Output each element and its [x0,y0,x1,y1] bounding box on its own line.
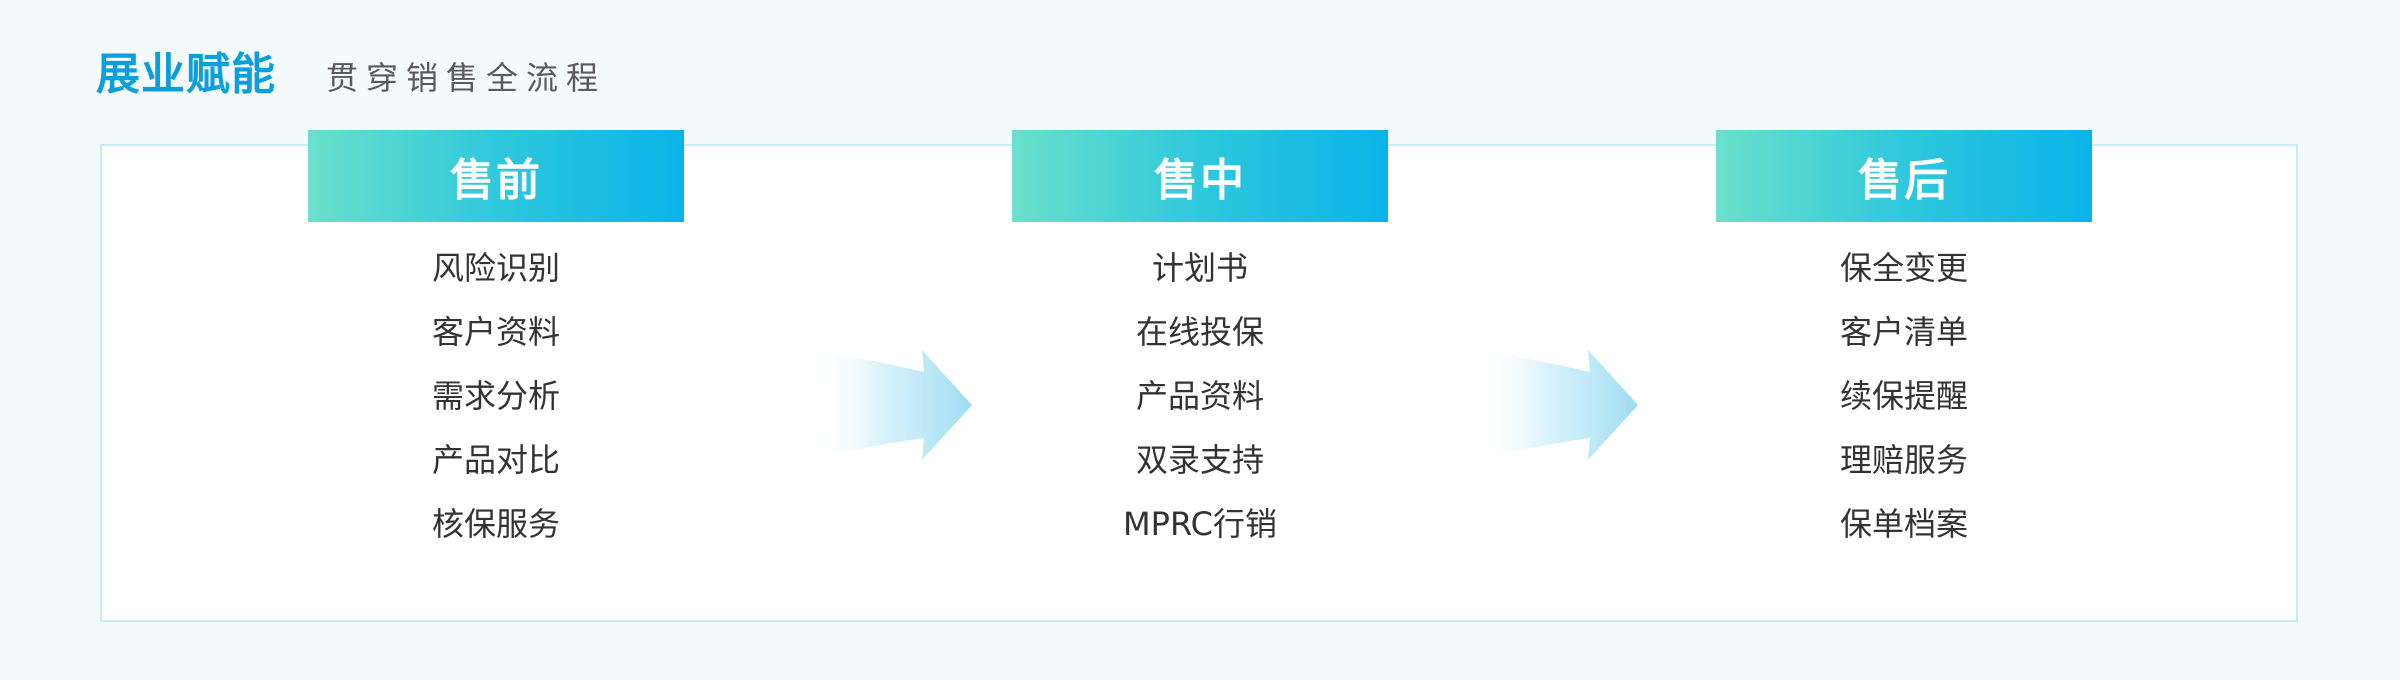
stage-item-list: 计划书 在线投保 产品资料 双录支持 MPRC行销 [1012,236,1388,556]
stage-item-list: 风险识别 客户资料 需求分析 产品对比 核保服务 [308,236,684,556]
flow-panel [100,144,2298,622]
stage-header-in-sale: 售中 [1012,130,1388,222]
flow-arrow-icon [1478,350,1638,460]
stage-item-list: 保全变更 客户清单 续保提醒 理赔服务 保单档案 [1716,236,2092,556]
stage-item: 风险识别 [431,249,560,287]
stage-column-in-sale: 售中 计划书 在线投保 产品资料 双录支持 MPRC行销 [1012,130,1388,556]
stage-item: 产品资料 [1135,377,1264,415]
stage-header-pre-sale: 售前 [308,130,684,222]
section-title: 展业赋能 [96,49,276,100]
stage-item: 计划书 [1151,249,1248,287]
section-header: 展业赋能 贯穿销售全流程 [96,38,606,102]
stage-item: 续保提醒 [1839,377,1968,415]
stage-item: 双录支持 [1135,441,1264,479]
stage-item: 保全变更 [1839,249,1968,287]
section-subtitle: 贯穿销售全流程 [326,59,607,97]
stage-item: 在线投保 [1135,313,1264,351]
stage-header-after-sale: 售后 [1716,130,2092,222]
stage-item: 核保服务 [431,505,560,543]
stage-item: 理赔服务 [1839,441,1968,479]
stage-item: 客户资料 [431,313,560,351]
stage-item: 产品对比 [431,441,560,479]
stage-column-after-sale: 售后 保全变更 客户清单 续保提醒 理赔服务 保单档案 [1716,130,2092,556]
stage-item: 需求分析 [431,377,560,415]
stage-item: MPRC行销 [1123,505,1277,543]
stage-item: 保单档案 [1839,505,1968,543]
flow-arrow-icon [812,350,972,460]
stage-column-pre-sale: 售前 风险识别 客户资料 需求分析 产品对比 核保服务 [308,130,684,556]
stage-item: 客户清单 [1839,313,1968,351]
